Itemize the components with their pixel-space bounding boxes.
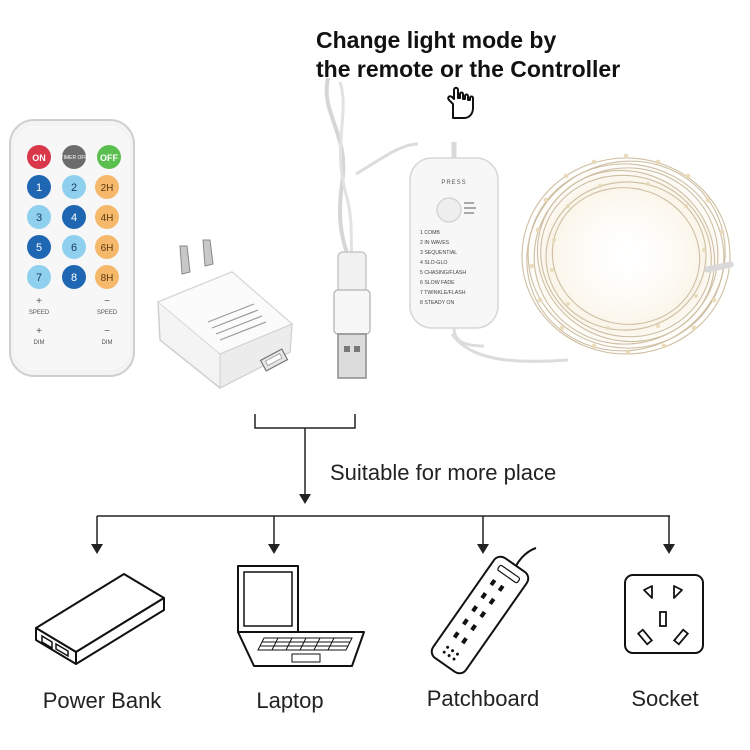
- controller-mode-5: 5 CHASING/FLASH: [420, 270, 466, 276]
- remote-speed-plus-button[interactable]: + SPEED: [29, 296, 50, 316]
- pointing-hand-icon: [447, 86, 474, 119]
- remote-button-5[interactable]: 5: [27, 235, 51, 259]
- svg-text:SPEED: SPEED: [97, 310, 118, 316]
- svg-text:+: +: [36, 326, 42, 337]
- destination-arrows: [91, 515, 675, 554]
- controller-mode-2: 2 IN WAVES: [420, 240, 450, 246]
- destination-label-laptop: Laptop: [256, 688, 324, 713]
- svg-text:2H: 2H: [101, 183, 114, 194]
- remote-off-button[interactable]: OFF: [97, 145, 121, 169]
- usb-wall-adapter: [157, 239, 293, 389]
- bracket-connector: [254, 414, 356, 504]
- svg-text:ON: ON: [32, 153, 46, 163]
- power-bank-icon: [35, 573, 165, 665]
- svg-text:SPEED: SPEED: [29, 310, 50, 316]
- svg-text:−: −: [104, 326, 110, 337]
- svg-text:−: −: [104, 296, 110, 307]
- svg-text:8: 8: [71, 272, 77, 284]
- svg-text:1: 1: [36, 182, 42, 194]
- controller-title: PRESS: [441, 180, 466, 186]
- remote-button-8[interactable]: 8: [62, 265, 86, 289]
- remote-button-4h[interactable]: 4H: [95, 205, 119, 229]
- svg-text:3: 3: [36, 212, 42, 224]
- remote-timer-button[interactable]: TIMER OFF: [61, 145, 88, 169]
- destination-label-power-bank: Power Bank: [42, 688, 162, 713]
- remote-button-1[interactable]: 1: [27, 175, 51, 199]
- remote-button-4[interactable]: 4: [62, 205, 86, 229]
- suitable-label: Suitable for more place: [330, 460, 557, 485]
- svg-text:5: 5: [36, 242, 42, 254]
- remote-speed-minus-button[interactable]: − SPEED: [97, 296, 118, 316]
- svg-text:OFF: OFF: [100, 153, 118, 163]
- remote-on-button[interactable]: ON: [27, 145, 51, 169]
- mode-controller: PRESS 1 COMB 2 IN WAVES 3 SEQUENTIAL 4 S…: [409, 142, 499, 348]
- remote-button-8h[interactable]: 8H: [95, 265, 119, 289]
- controller-mode-6: 6 SLOW FADE: [420, 280, 455, 286]
- controller-mode-7: 7 TWINKLE/FLASH: [420, 290, 466, 296]
- svg-text:4H: 4H: [101, 213, 114, 224]
- remote-button-3[interactable]: 3: [27, 205, 51, 229]
- patchboard-icon: [430, 547, 537, 675]
- svg-text:7: 7: [36, 272, 42, 284]
- controller-mode-1: 1 COMB: [420, 230, 440, 236]
- svg-text:DIM: DIM: [102, 340, 113, 346]
- svg-text:8H: 8H: [101, 273, 114, 284]
- svg-text:4: 4: [71, 212, 77, 224]
- headline: Change light mode by the remote or the C…: [316, 26, 620, 84]
- svg-text:+: +: [36, 296, 42, 307]
- controller-mode-8: 8 STEADY ON: [420, 300, 454, 306]
- destination-label-socket: Socket: [631, 686, 699, 711]
- remote-button-6[interactable]: 6: [62, 235, 86, 259]
- fairy-light-coil: [514, 150, 738, 362]
- remote-button-6h[interactable]: 6H: [95, 235, 119, 259]
- destination-label-patchboard: Patchboard: [426, 686, 540, 711]
- light-cable: [450, 333, 569, 363]
- controller-mode-4: 4 SLO-GLO: [420, 260, 447, 266]
- svg-text:DIM: DIM: [34, 340, 45, 346]
- usb-cable: [324, 77, 419, 379]
- svg-text:6: 6: [71, 242, 77, 254]
- svg-text:6H: 6H: [101, 243, 114, 254]
- controller-mode-3: 3 SEQUENTIAL: [420, 250, 457, 256]
- remote-dim-plus-button[interactable]: + DIM: [34, 326, 45, 346]
- svg-text:TIMER OFF: TIMER OFF: [61, 155, 88, 161]
- laptop-icon: [237, 565, 365, 667]
- remote-dim-minus-button[interactable]: − DIM: [102, 326, 113, 346]
- headline-line-2: the remote or the Controller: [316, 56, 621, 82]
- remote-button-2[interactable]: 2: [62, 175, 86, 199]
- svg-text:2: 2: [71, 182, 77, 194]
- remote-control: ON TIMER OFF OFF 1 2 2H 3 4 4H 5 6 6H 7 …: [9, 119, 135, 377]
- socket-icon: [624, 574, 704, 654]
- remote-button-7[interactable]: 7: [27, 265, 51, 289]
- remote-button-2h[interactable]: 2H: [95, 175, 119, 199]
- headline-line-1: Change light mode by: [316, 27, 557, 53]
- controller-press-button[interactable]: [436, 197, 462, 223]
